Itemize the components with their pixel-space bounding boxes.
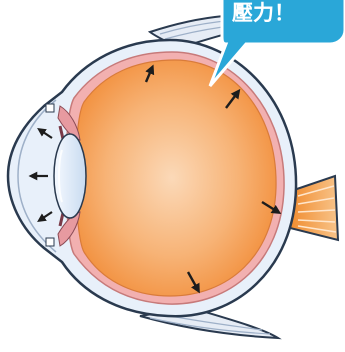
callout-text: 壓力！ <box>232 1 295 25</box>
vitreous-body <box>76 60 276 296</box>
